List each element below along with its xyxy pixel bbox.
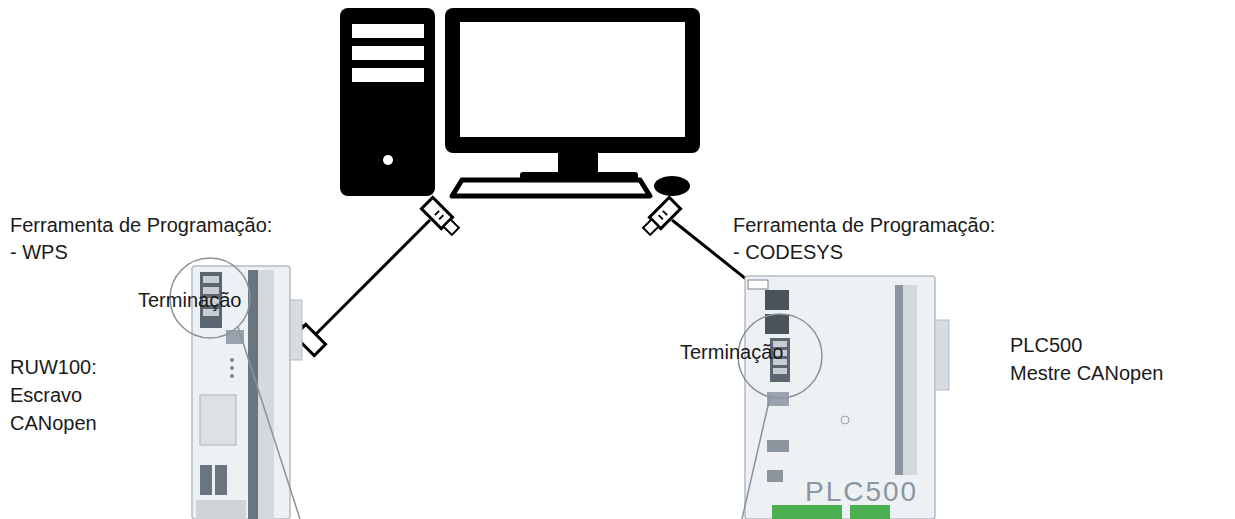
termination-label: Terminação xyxy=(680,340,783,364)
termination-label: Terminação xyxy=(138,288,241,312)
device-print: PLC500 xyxy=(805,476,918,508)
tool-name: - WPS xyxy=(10,240,68,264)
computer xyxy=(340,8,700,196)
device-role: Escravo xyxy=(10,383,82,407)
tool-name: - CODESYS xyxy=(733,240,843,264)
device-role: Mestre CANopen xyxy=(1010,361,1163,385)
usb-cable xyxy=(287,197,461,355)
device-name: PLC500 xyxy=(1010,333,1082,357)
tool-label: Ferramenta de Programação: xyxy=(10,213,272,237)
device-role: CANopen xyxy=(10,411,97,435)
device-name: RUW100: xyxy=(10,355,97,379)
termination-callout xyxy=(170,258,822,519)
tool-label: Ferramenta de Programação: xyxy=(733,213,995,237)
